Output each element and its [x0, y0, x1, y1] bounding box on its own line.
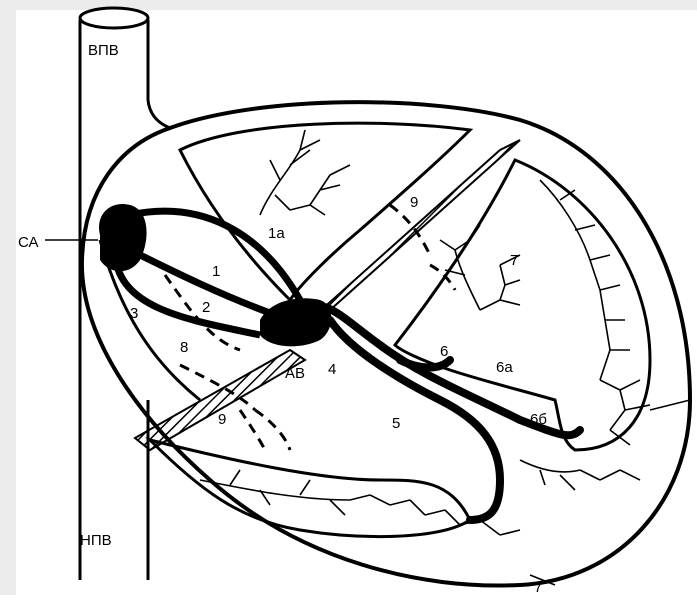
- label-4: 4: [328, 361, 336, 378]
- label-1: 1: [212, 263, 220, 280]
- label-8: 8: [180, 339, 188, 356]
- label-3: 3: [130, 305, 138, 322]
- label-sa: СА: [18, 234, 39, 251]
- label-9-top: 9: [410, 194, 418, 211]
- label-1a: 1а: [268, 225, 285, 242]
- label-6: 6: [440, 343, 448, 360]
- label-2: 2: [202, 299, 210, 316]
- label-ivc: НПВ: [80, 532, 112, 549]
- label-svc: ВПВ: [88, 42, 119, 59]
- label-6b: 6б: [530, 411, 547, 428]
- label-6a: 6а: [496, 359, 513, 376]
- label-9-bottom: 9: [218, 411, 226, 428]
- label-7-bottom: 7: [534, 579, 542, 595]
- label-7-top: 7: [510, 252, 518, 269]
- label-5: 5: [392, 415, 400, 432]
- paper: [16, 10, 697, 595]
- label-av: АВ: [285, 365, 305, 382]
